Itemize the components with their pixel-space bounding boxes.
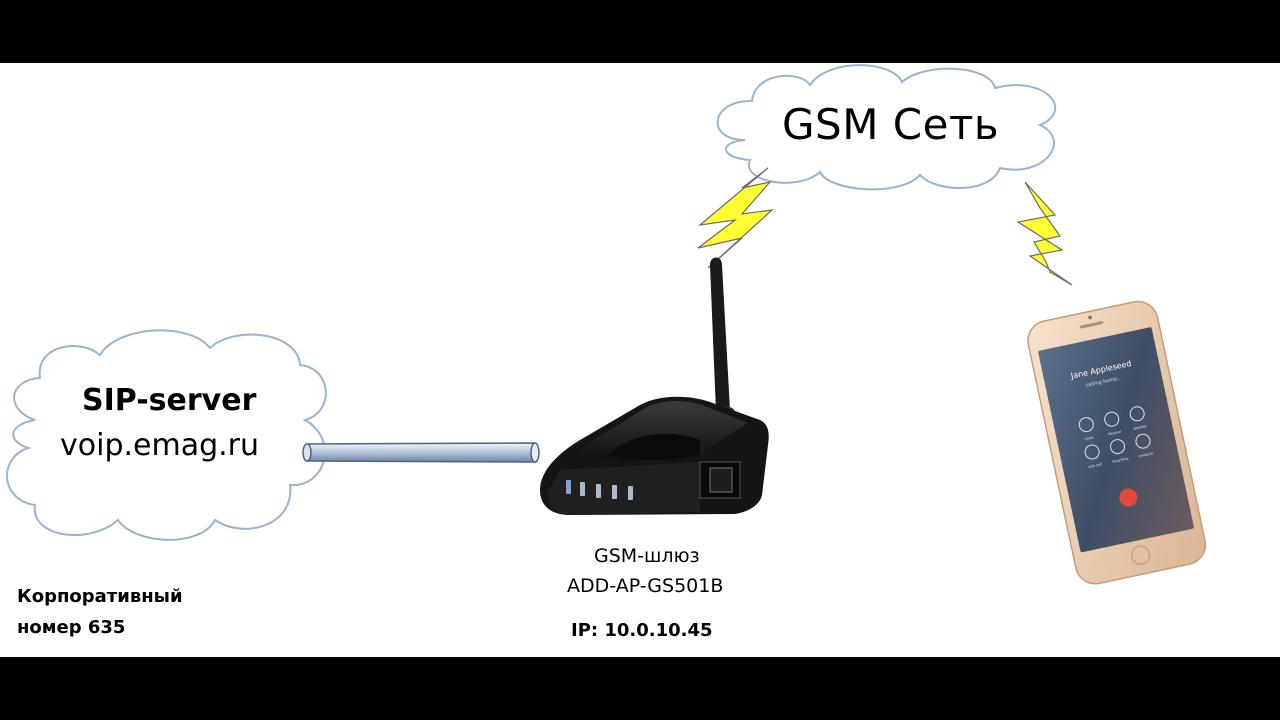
phone-button-label: keypad [1108,430,1121,437]
phone-button-label: contacts [1138,451,1154,458]
phone-button-label: speaker [1133,424,1148,431]
smartphone: Jane Appleseed calling home... mute keyp… [1027,300,1207,585]
gateway-ip: IP: 10.0.10.45 [571,620,713,641]
sip-server-host: voip.emag.ru [60,428,260,463]
gsm-cloud [716,64,1056,191]
network-cable [302,442,540,463]
gsm-network-label: GSM Сеть [782,100,1000,149]
phone-button-label: add call [1088,462,1102,469]
corporate-number-value: номер 635 [17,617,126,638]
corporate-number-label: Корпоративный [17,586,183,607]
lightning-icon-phone [1016,181,1073,286]
phone-button-label: mute [1084,435,1094,441]
gateway-label: GSM-шлюз [594,545,700,567]
gateway-model: ADD-AP-GS501B [567,575,724,597]
lightning-icon-gateway [697,167,774,269]
sip-server-title: SIP-server [82,383,257,418]
phone-button-label: FaceTime [1112,457,1129,464]
gsm-gateway-device [540,257,769,515]
